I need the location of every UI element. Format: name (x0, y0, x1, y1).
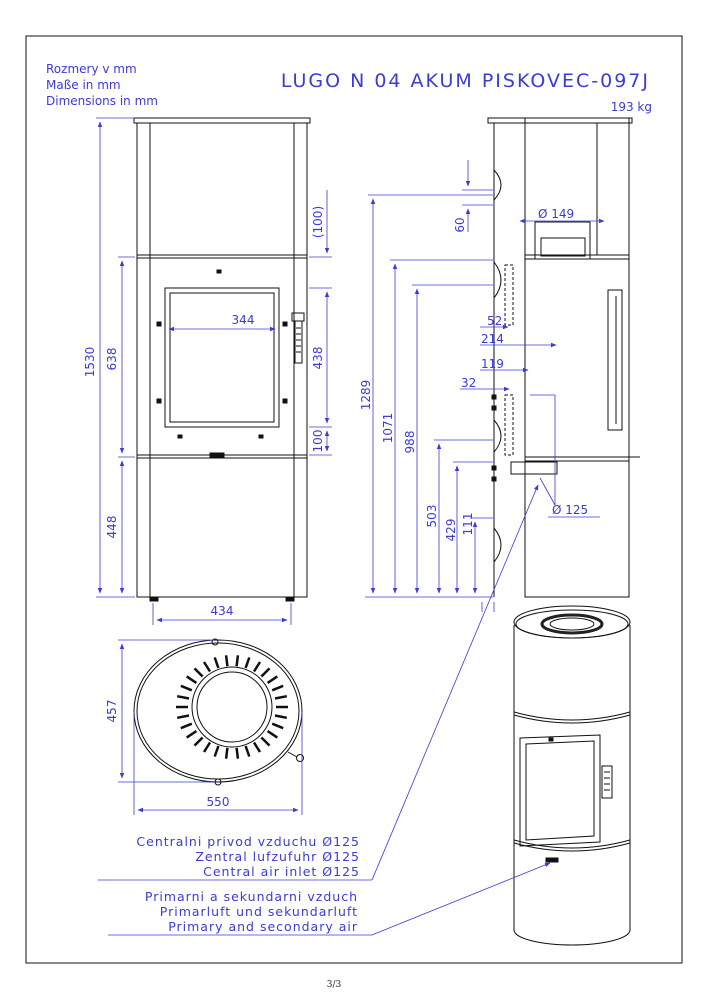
vent-slot (274, 694, 288, 700)
dim-1289: 1289 (359, 380, 373, 411)
vent-slot (271, 722, 284, 730)
dim-32: 32 (461, 376, 476, 390)
dim-429: 429 (444, 519, 458, 542)
note-primary-de: Primarluft und sekundarluft (160, 904, 358, 919)
dim-flue-diameter: Ø 149 (538, 207, 574, 221)
vent-slot (274, 714, 288, 720)
units-label-de: Maße in mm (46, 78, 121, 92)
dim-top-offset: (100) (311, 206, 325, 238)
header-block: Rozmery v mm Maße in mm Dimensions in mm… (46, 62, 652, 114)
note-primary-en: Primary and secondary air (168, 919, 358, 934)
dim-lower-height: 448 (105, 516, 119, 539)
dim-bottom-offset: 100 (311, 430, 325, 453)
vent-slot (271, 684, 284, 692)
front-dimension-labels: 1530 638 448 (100) 438 100 344 434 (83, 206, 325, 618)
side-dimension-labels: 1289 1071 988 503 429 111 60 52 214 119 … (359, 207, 588, 541)
vent-slot (186, 675, 198, 684)
vent-slot (266, 675, 278, 684)
front-dimensions (96, 117, 332, 625)
dim-top-width: 550 (207, 795, 230, 809)
side-dimensions (365, 160, 605, 612)
vent-slot (266, 730, 278, 739)
isometric-view (513, 605, 631, 946)
dim-glass-width: 344 (232, 313, 255, 327)
vent-slot (180, 684, 193, 692)
vent-slot (202, 661, 212, 673)
vent-slot (213, 745, 220, 757)
vent-slot (244, 657, 251, 669)
vent-slot (193, 667, 204, 678)
vent-slot (252, 661, 262, 673)
drawing-frame (25, 35, 683, 964)
dim-door-height: 438 (311, 347, 325, 370)
dim-214: 214 (481, 332, 504, 346)
side-view (487, 117, 640, 598)
vent-slot (235, 655, 240, 667)
dim-upper-height: 638 (105, 348, 119, 371)
note-central-en: Central air inlet Ø125 (203, 864, 360, 879)
vent-slot (235, 747, 240, 759)
top-dimensions (118, 639, 303, 815)
vent-slot (213, 657, 220, 669)
dim-503: 503 (425, 505, 439, 528)
vent-slot (202, 741, 212, 753)
note-central-de: Zentral lufzufuhr Ø125 (195, 849, 360, 864)
dim-top-depth: 457 (105, 700, 119, 723)
dim-60: 60 (453, 217, 467, 232)
dim-base-width: 434 (211, 604, 234, 618)
note-primary-cz: Primarni a sekundarni vzduch (145, 889, 358, 904)
vent-slot (224, 747, 229, 759)
dim-988: 988 (403, 431, 417, 454)
page-number: 3/3 (327, 980, 342, 990)
top-view (133, 638, 304, 786)
vent-slot (244, 745, 251, 757)
weight-label: 193 kg (611, 100, 652, 114)
vent-slot (180, 722, 193, 730)
dim-119: 119 (481, 357, 504, 371)
vent-slot (252, 741, 262, 753)
vent-slot (193, 736, 204, 747)
vent-slot (260, 736, 271, 747)
top-dimension-labels: 457 550 (105, 700, 229, 809)
vent-slot (186, 730, 198, 739)
front-view (133, 117, 311, 602)
dim-52: 52 (487, 314, 502, 328)
dim-1071: 1071 (381, 413, 395, 444)
vent-slot (224, 655, 229, 667)
note-central-cz: Centralni privod vzduchu Ø125 (136, 834, 360, 849)
vent-slot (176, 694, 190, 700)
dim-total-height: 1530 (83, 347, 97, 378)
leader-lines (98, 484, 551, 936)
notes-block: Centralni privod vzduchu Ø125 Zentral lu… (136, 834, 360, 934)
drawing-title: LUGO N 04 AKUM PISKOVEC-097J (281, 70, 650, 92)
dim-air-diameter: Ø 125 (552, 503, 588, 517)
units-label-cz: Rozmery v mm (46, 62, 137, 76)
units-label-en: Dimensions in mm (46, 94, 158, 108)
vent-slot (176, 714, 190, 720)
dim-111: 111 (461, 513, 475, 536)
vent-slot (260, 667, 271, 678)
